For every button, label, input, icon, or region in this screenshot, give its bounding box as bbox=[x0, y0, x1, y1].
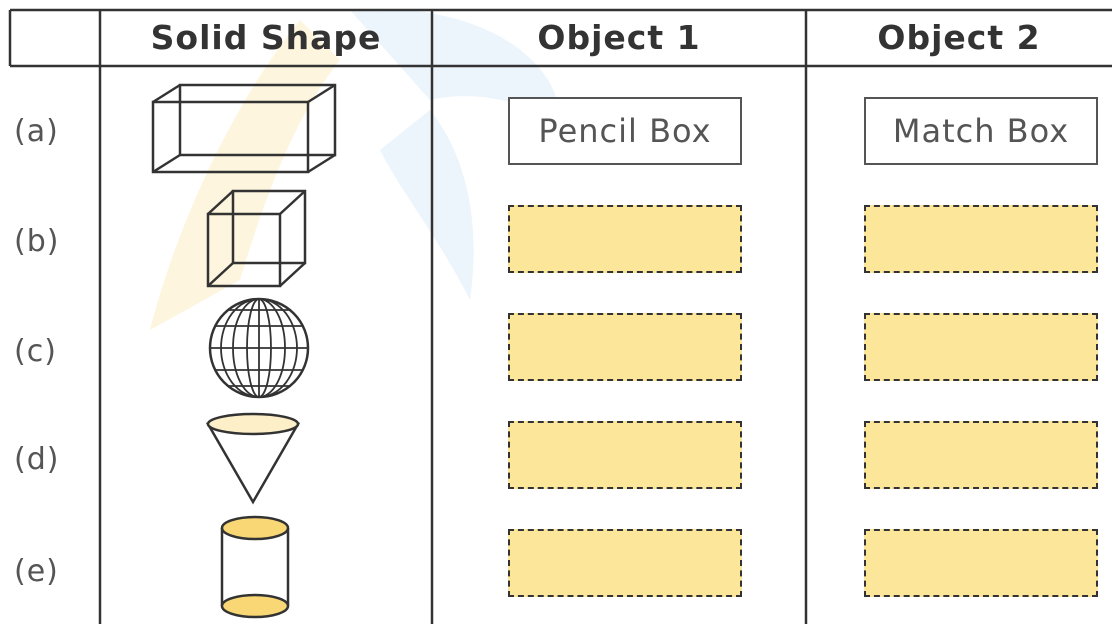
cylinder-icon bbox=[220, 515, 290, 619]
cuboid-icon bbox=[151, 83, 337, 174]
row-label-e: (e) bbox=[14, 554, 59, 589]
header-object-2: Object 2 bbox=[877, 17, 1041, 57]
object1-answer-c[interactable] bbox=[508, 313, 742, 381]
row-label-c: (c) bbox=[14, 334, 57, 369]
object1-answer-a[interactable]: Pencil Box bbox=[508, 97, 742, 165]
object2-answer-c[interactable] bbox=[864, 313, 1098, 381]
header-solid-shape: Solid Shape bbox=[150, 17, 382, 57]
cube-icon bbox=[206, 189, 307, 288]
object2-answer-e[interactable] bbox=[864, 529, 1098, 597]
object2-answer-b[interactable] bbox=[864, 205, 1098, 273]
row-label-a: (a) bbox=[14, 114, 59, 149]
header-label-cell bbox=[10, 8, 100, 66]
object2-answer-a[interactable]: Match Box bbox=[864, 97, 1098, 165]
cone-icon bbox=[205, 412, 301, 505]
object1-answer-e[interactable] bbox=[508, 529, 742, 597]
row-label-b: (b) bbox=[14, 224, 60, 259]
object1-answer-b[interactable] bbox=[508, 205, 742, 273]
row-label-d: (d) bbox=[14, 442, 60, 477]
object1-answer-d[interactable] bbox=[508, 421, 742, 489]
header-object-1: Object 1 bbox=[537, 17, 701, 57]
object2-answer-d[interactable] bbox=[864, 421, 1098, 489]
sphere-icon bbox=[208, 297, 310, 399]
